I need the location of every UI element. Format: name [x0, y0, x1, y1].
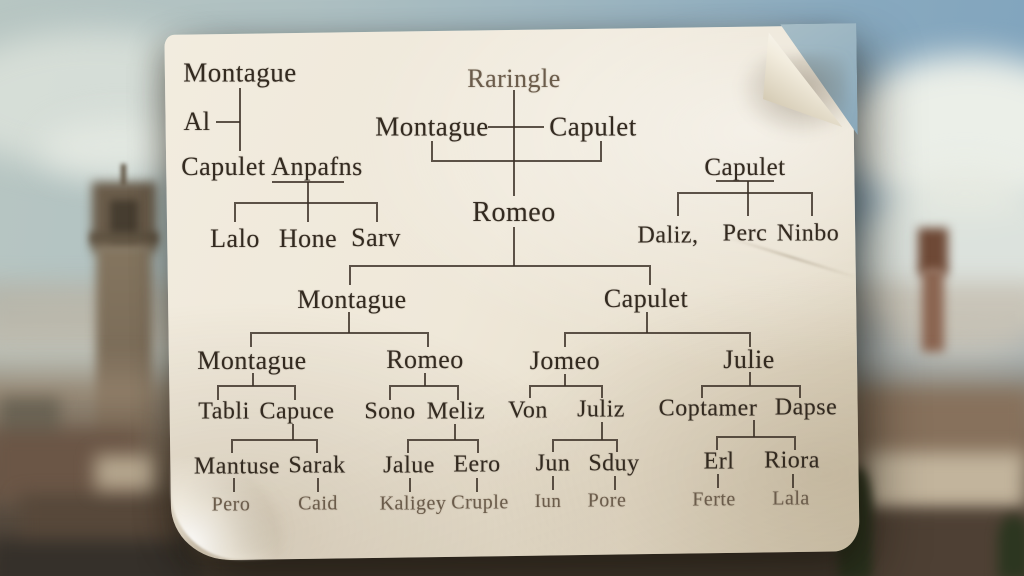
- tree-node-montague-g5: Montague: [197, 346, 307, 375]
- tree-node-erl: Erl: [703, 448, 735, 475]
- tree-node-capulet-anpafns: Capulet Anpafns: [181, 152, 363, 181]
- tree-node-jalue: Jalue: [383, 452, 435, 479]
- left-tower-spire: [121, 164, 126, 186]
- tree-node-riora: Riora: [764, 447, 820, 474]
- tree-node-meliz: Meliz: [426, 398, 486, 425]
- tree-node-sarak: Sarak: [288, 452, 346, 479]
- tree-node-kaligey: Kaligey: [379, 492, 447, 515]
- tree-node-dapse: Dapse: [774, 394, 838, 421]
- tree-node-ninbo: Ninbo: [776, 220, 840, 247]
- tree-node-montague-tl: Montague: [183, 57, 297, 88]
- tree-node-von: Von: [508, 397, 548, 424]
- tree-node-montague-husband: Montague: [375, 111, 489, 142]
- tree-node-raringle: Raringle: [467, 64, 561, 93]
- building-wall: [95, 455, 155, 490]
- rooftop: [0, 540, 200, 576]
- tree-node-ferte: Ferte: [692, 488, 736, 511]
- rooftop: [855, 392, 1024, 462]
- tree-node-caid: Caid: [298, 492, 338, 515]
- tree-node-capulet-wife: Capulet: [549, 111, 637, 142]
- tree-node-al: Al: [183, 107, 211, 136]
- tree-node-sarv: Sarv: [351, 223, 401, 252]
- building-row: [865, 452, 1024, 512]
- tree-node-romeo-main: Romeo: [472, 197, 556, 228]
- tree-node-lala: Lala: [772, 487, 810, 510]
- tree-node-capulet-tr: Capulet: [704, 154, 786, 181]
- tree-node-eero: Eero: [453, 451, 501, 478]
- tree-node-jomeo: Jomeo: [529, 346, 601, 375]
- tree-node-romeo-g5: Romeo: [386, 345, 464, 374]
- tree-node-tabli: Tabli: [198, 398, 250, 425]
- tree-node-sduy: Sduy: [588, 450, 640, 477]
- tree-node-pero: Pero: [211, 493, 251, 516]
- tree-node-cruple: Cruple: [451, 491, 509, 514]
- tree-node-sono: Sono: [364, 398, 416, 425]
- tree-node-juliz: Juliz: [577, 396, 625, 423]
- tree-node-perc: Perc: [722, 220, 768, 247]
- tree-node-montague-g4: Montague: [297, 285, 407, 314]
- tree-node-capulet-g4: Capulet: [603, 284, 689, 313]
- tree-node-daliz: Daliz,: [637, 222, 699, 249]
- tree-node-lalo: Lalo: [210, 224, 260, 253]
- rooftop: [850, 510, 1024, 576]
- tree-node-capuce: Capuce: [259, 398, 335, 425]
- tree-node-coptamer: Coptamer: [658, 395, 758, 422]
- tree-node-jun: Jun: [535, 450, 571, 477]
- left-tower-cornice: [90, 232, 158, 244]
- tree-node-hone: Hone: [278, 224, 338, 253]
- tree-node-iun: Iun: [534, 491, 562, 512]
- right-tower: [922, 268, 944, 352]
- tree-node-pore: Pore: [587, 489, 627, 512]
- tree-node-mantuse: Mantuse: [193, 453, 281, 480]
- right-tower-cap: [918, 228, 948, 274]
- cypress-tree: [998, 516, 1024, 576]
- tree-node-julie: Julie: [723, 345, 775, 374]
